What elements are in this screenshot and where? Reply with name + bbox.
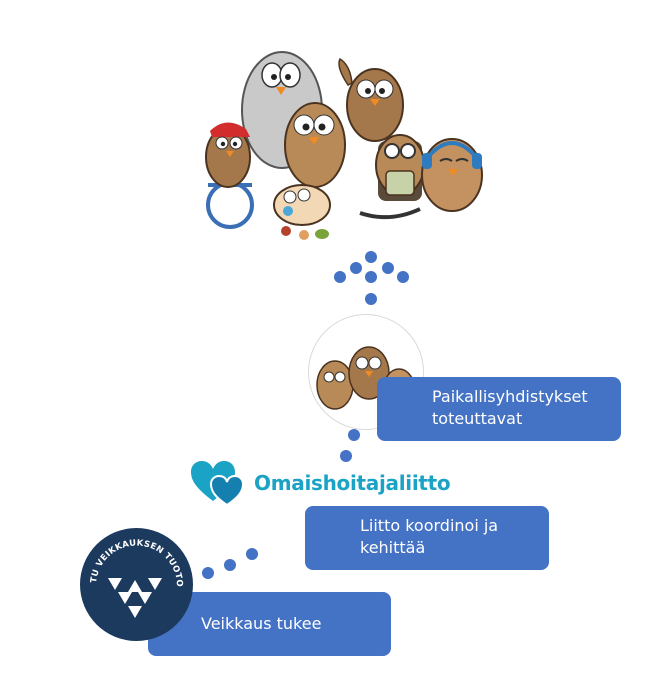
toy-icon [299, 230, 309, 240]
veikkaus-seal-text: TUETTU VEIKKAUKSEN TUOTOILLA [76, 521, 183, 587]
connector-dot [382, 262, 394, 274]
veikkaus-seal: TUETTU VEIKKAUKSEN TUOTOILLA [76, 521, 193, 641]
step-local-associations-box: Paikallisyhdistykset toteuttavat [377, 377, 621, 441]
connector-dot [365, 251, 377, 263]
step-funder-label: Veikkaus tukee [201, 614, 322, 633]
toy-icon [281, 226, 291, 236]
connector-dot [334, 271, 346, 283]
owl-rocking-chair-icon [359, 134, 425, 220]
step-union-line2: kehittää [360, 538, 426, 557]
connector-dot [246, 548, 258, 560]
step-union-box: Liitto koordinoi ja kehittää [305, 506, 549, 570]
connector-dot [365, 293, 377, 305]
omaishoitajaliitto-logo-text: Omaishoitajaliitto [254, 471, 451, 495]
toy-icon [315, 229, 329, 239]
owl-center-icon [284, 102, 346, 188]
connector-dot [397, 271, 409, 283]
owl-wheelchair-icon [205, 122, 254, 229]
connector-dot [348, 429, 360, 441]
baby-owl-icon [273, 184, 331, 226]
connector-dot [350, 262, 362, 274]
step-local-line1: Paikallisyhdistykset [432, 387, 588, 406]
owl-headphones-icon [421, 138, 483, 212]
step-union-line1: Liitto koordinoi ja [360, 516, 499, 535]
veikkaus-triangles-icon: TUETTU VEIKKAUKSEN TUOTOILLA [76, 521, 184, 618]
connector-dot [224, 559, 236, 571]
step-local-line2: toteuttavat [432, 409, 523, 428]
svg-text:TUETTU VEIKKAUKSEN TUOTOILLA: TUETTU VEIKKAUKSEN TUOTOILLA [80, 528, 184, 587]
connector-dot [202, 567, 214, 579]
connector-dot [365, 271, 377, 283]
heart-logo-icon [191, 461, 245, 505]
owl-group-illustration [205, 51, 483, 240]
owl-waving-icon [338, 57, 404, 142]
connector-dot [340, 450, 352, 462]
